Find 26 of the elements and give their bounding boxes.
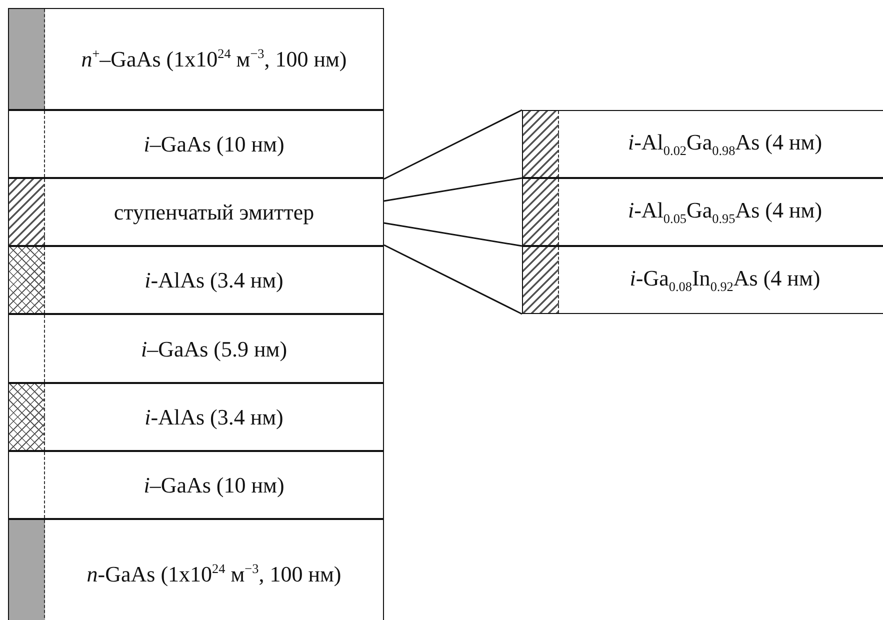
layer-label: i–GaAs (10 нм) (142, 471, 286, 499)
layer-box (8, 246, 384, 314)
layer-box (8, 8, 384, 110)
layer-label: ступенчатый эмиттер (112, 198, 316, 226)
layer-box (8, 519, 384, 620)
layer-label: i-Al$_{0.05}$Ga$_{0.95}$As (4 нм) (626, 196, 824, 228)
zoom-line (384, 109, 522, 180)
layer-label: i–GaAs (10 нм) (142, 130, 286, 158)
layer-box (522, 246, 883, 314)
layer-box (8, 451, 384, 519)
layer-box (522, 110, 883, 178)
zoom-line (384, 177, 522, 202)
layer-label: i-Al$_{0.02}$Ga$_{0.98}$As (4 нм) (626, 128, 824, 160)
layer-box (8, 383, 384, 451)
zoom-line (384, 244, 522, 315)
layer-label: i-AlAs (3.4 нм) (144, 266, 284, 294)
layer-box (8, 178, 384, 246)
layer-label: n$^{+}$–GaAs (1x10$^{24}$ м$^{−3}$, 100 нм) (80, 45, 348, 73)
layer-label: i–GaAs (5.9 нм) (140, 334, 288, 362)
layer-label: n-GaAs (1x10$^{24}$ м$^{−3}$, 100 нм) (86, 560, 342, 588)
layer-box (522, 178, 883, 246)
zoom-line (384, 222, 522, 247)
layer-box (8, 314, 384, 383)
layer-label: i-AlAs (3.4 нм) (144, 403, 284, 431)
layer-label: i-Ga$_{0.08}$In$_{0.92}$As (4 нм) (628, 264, 822, 296)
layer-box (8, 110, 384, 178)
